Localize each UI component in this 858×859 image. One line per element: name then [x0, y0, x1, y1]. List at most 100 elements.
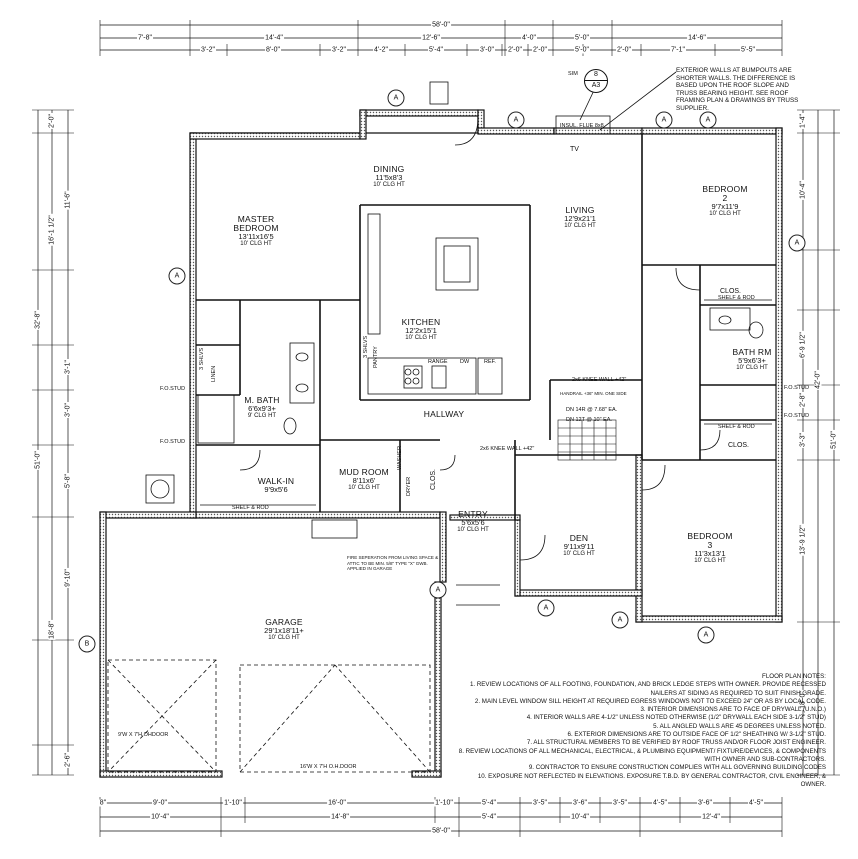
bottom-dim: 1'-10" — [434, 799, 454, 807]
bottom-dim: 4'-5" — [652, 799, 668, 807]
room-size: 5'9x6'3+ — [738, 355, 766, 365]
top-dim: 2'-0" — [616, 46, 632, 54]
room-bath-rm: BATH RM 5'9x6'3+ 10' CLG HT — [732, 348, 771, 371]
note-item: 1. REVIEW LOCATIONS OF ALL FOOTING, FOUN… — [469, 681, 826, 697]
closet-label: CLOS. — [728, 442, 750, 449]
room-height: 10' CLG HT — [736, 364, 768, 371]
shelf-rod-label: SHELF & ROD — [718, 295, 755, 301]
room-walk-in: WALK-IN 9'9x5'6 — [258, 477, 295, 494]
room-dining: DINING 11'5x8'3 10' CLG HT — [373, 165, 405, 188]
bottom-dim: 5'-4" — [481, 799, 497, 807]
range-label: RANGE — [428, 359, 448, 365]
right-dim: 42'-0" — [814, 370, 822, 390]
note-item: 5. ALL ANGLED WALLS ARE 45 DEGREES UNLES… — [653, 722, 826, 730]
room-size: 8'11x6' — [352, 475, 376, 485]
room-size: 6'6x9'3+ — [248, 403, 276, 413]
room-height: 10' CLG HT — [457, 526, 489, 533]
bottom-dim: 3'-5" — [532, 799, 548, 807]
note-item: 4. INTERIOR WALLS ARE 4-1/2" UNLESS NOTE… — [526, 714, 826, 722]
dryer-label: DRYER — [406, 476, 412, 496]
left-dim: 32'-8" — [34, 310, 42, 330]
top-dim: 7'-8" — [137, 34, 153, 42]
shelves-label: 3 SHLVS — [199, 347, 205, 370]
top-dim: 5'-0" — [574, 46, 590, 54]
top-dim: 5'-4" — [428, 46, 444, 54]
right-stud-note: F.O.STUD — [784, 413, 810, 419]
bottom-dim: 3'-6" — [697, 799, 713, 807]
garage-door-9w-label: 9'W X 7'H OHDOOR — [118, 732, 169, 738]
bottom-dim: 4'-5" — [748, 799, 764, 807]
notes-title: FLOOR PLAN NOTES: — [762, 673, 826, 680]
top-dim: 3'-0" — [479, 46, 495, 54]
room-master-bath: M. BATH 6'6x9'3+ 9' CLG HT — [244, 396, 279, 419]
section-tag: A — [699, 111, 717, 129]
bottom-dim: 5'-4" — [481, 813, 497, 821]
shelf-rod-label: SHELF & ROD — [718, 424, 755, 430]
left-dim: 18'-8" — [48, 620, 56, 640]
room-name: BATH RM — [732, 347, 772, 357]
room-name: LIVING — [565, 205, 595, 215]
washer-label: WASHER — [397, 446, 403, 470]
room-height: 10' CLG HT — [405, 334, 437, 341]
room-den: DEN 9'11x9'11 10' CLG HT — [563, 534, 595, 557]
shelves-label: 3 SHLVS — [363, 335, 369, 358]
tv-label: TV — [570, 146, 579, 153]
closet-label: CLOS. — [430, 468, 437, 490]
top-dim: 3'-2" — [331, 46, 347, 54]
room-living: LIVING 12'9x21'1 10' CLG HT — [564, 206, 596, 229]
left-dim: 5'-8" — [64, 473, 72, 489]
bottom-dim: 3'-6" — [572, 799, 588, 807]
top-dim: 8'-0" — [265, 46, 281, 54]
top-dim: 3'-2" — [200, 46, 216, 54]
left-stud-note: F.O.STUD — [160, 439, 186, 445]
left-dim: 16'-1 1/2" — [48, 214, 56, 246]
section-tag: A — [611, 611, 629, 629]
room-name: MASTER BEDROOM — [233, 214, 279, 233]
top-dim: 12'-6" — [421, 34, 441, 42]
section-tag: A — [788, 234, 806, 252]
top-dim: 2'-0" — [507, 46, 523, 54]
room-height: 10' CLG HT — [373, 181, 405, 188]
room-size: 5'6x5'6 — [461, 517, 485, 527]
section-tag: A — [507, 111, 525, 129]
note-item: 3. INTERIOR DIMENSIONS ARE TO FACE OF DR… — [640, 706, 826, 714]
room-entry: ENTRY 5'6x5'6 10' CLG HT — [457, 510, 489, 533]
overall-depth-left: 51'-0" — [34, 450, 42, 470]
top-dim: 5'-0" — [574, 34, 590, 42]
bottom-dim: 10'-4" — [570, 813, 590, 821]
overall-width-bottom: 58'-0" — [431, 827, 451, 835]
top-dim: 14'-4" — [264, 34, 284, 42]
room-size: 11'3x13'1 — [694, 548, 726, 558]
room-bedroom-2: BEDROOM 2 9'7x11'9 10' CLG HT — [700, 185, 750, 217]
room-name: WALK-IN — [257, 476, 295, 486]
room-name: M. BATH — [244, 395, 280, 405]
room-size: 12'9x21'1 — [564, 213, 596, 223]
bottom-dim: 10'-4" — [150, 813, 170, 821]
room-bedroom-3: BEDROOM 3 11'3x13'1 10' CLG HT — [685, 532, 735, 564]
shelf-rod-label: SHELF & ROD — [232, 505, 269, 511]
overall-width-top: 58'-0" — [431, 21, 451, 29]
room-master-bedroom: MASTER BEDROOM 13'11x16'5 10' CLG HT — [226, 215, 286, 247]
handrail-label: HANDRAIL +36" MIN. ONE SIDE — [560, 391, 627, 396]
left-dim: 3'-1" — [64, 359, 72, 375]
stair-risers-label: DN 14R @ 7.68" EA. — [566, 407, 618, 413]
right-dim: 13'-9 1/2" — [799, 524, 807, 556]
section-tag: A — [387, 89, 405, 107]
bottom-dim: 8" — [98, 799, 108, 807]
room-name: DINING — [373, 164, 405, 174]
dishwasher-label: DW — [460, 359, 470, 365]
floor-plan-notes: FLOOR PLAN NOTES: 1. REVIEW LOCATIONS OF… — [458, 673, 826, 789]
right-dim: 2'-8" — [799, 392, 807, 408]
room-size: 11'5x8'3 — [375, 172, 403, 182]
right-dim: 3'-3" — [799, 432, 807, 448]
refrigerator-label: REF. — [484, 359, 496, 365]
room-height: 10' CLG HT — [709, 210, 741, 217]
bottom-dim: 1'-10" — [223, 799, 243, 807]
left-stud-note: F.O.STUD — [160, 386, 186, 392]
note-item: 9. CONTRACTOR TO ENSURE CONSTRUCTION COM… — [528, 764, 826, 772]
section-callout-sheet: A3 — [591, 82, 601, 89]
fire-separation-note: FIRE SEPERATION FROM LIVING SPACE & ATTI… — [347, 555, 439, 571]
top-dim: 4'-2" — [373, 46, 389, 54]
bottom-dim: 14'-8" — [330, 813, 350, 821]
room-name: GARAGE — [265, 617, 303, 627]
